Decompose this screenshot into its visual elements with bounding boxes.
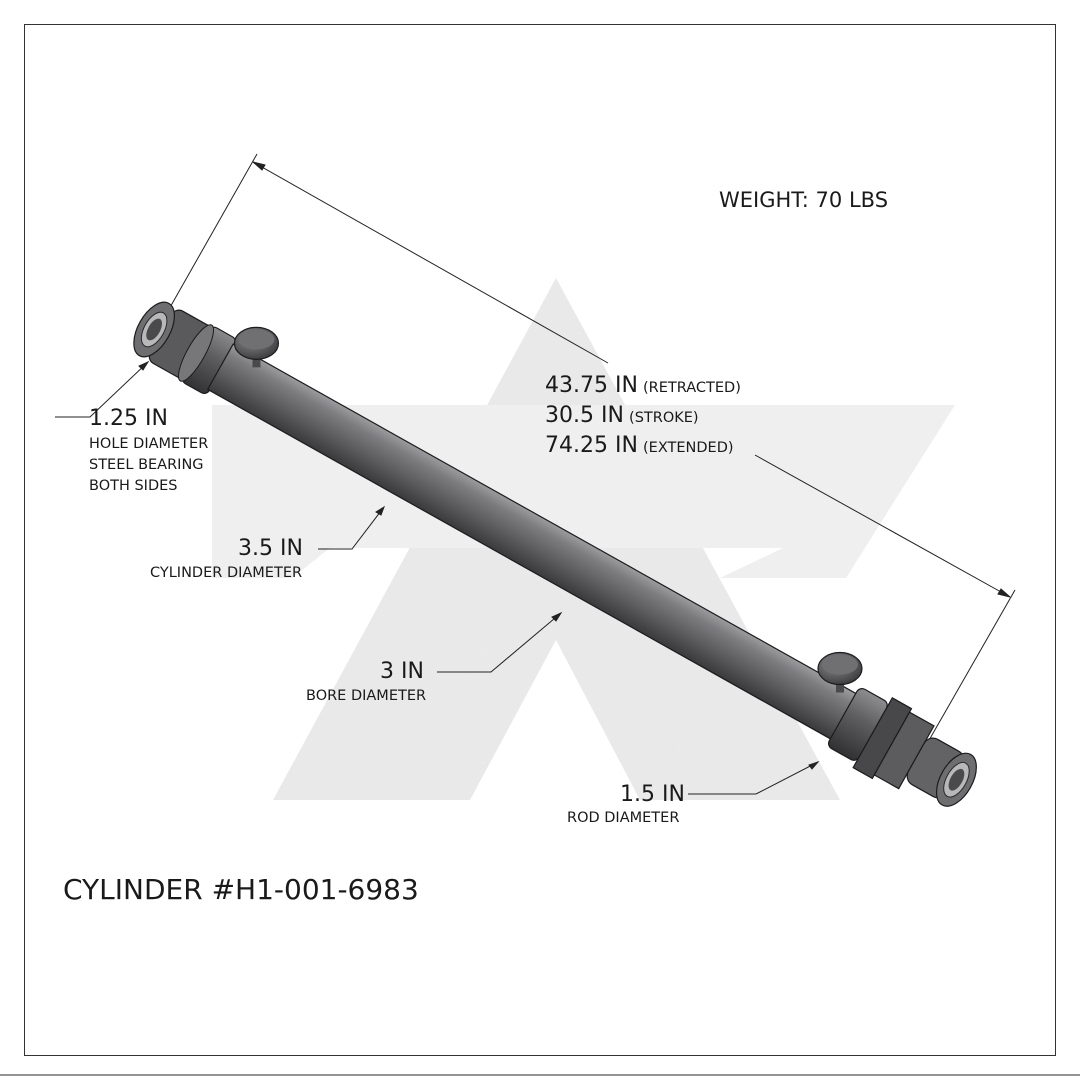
rod-diameter-value: 1.5 IN <box>620 782 685 807</box>
cylinder-diameter-label: CYLINDER DIAMETER <box>150 565 303 581</box>
stroke-value: 30.5 IN <box>545 403 624 428</box>
hole-diameter-value: 1.25 IN <box>89 406 168 431</box>
rod-leader <box>688 761 819 795</box>
extended-value: 74.25 IN <box>545 433 638 458</box>
length-dimension <box>159 153 1016 743</box>
steel-bearing-label: STEEL BEARING <box>89 457 204 473</box>
cylinder-diameter-leader <box>318 506 385 550</box>
cylinder-diameter-value: 3.5 IN <box>238 536 303 561</box>
extended-note: (EXTENDED) <box>643 440 734 456</box>
part-number-title: CYLINDER #H1-001-6983 <box>63 873 419 906</box>
extended-length: 74.25 IN (EXTENDED) <box>545 435 734 457</box>
stroke-note: (STROKE) <box>629 410 699 426</box>
retracted-value: 43.75 IN <box>545 373 638 398</box>
hole-diameter-label: HOLE DIAMETER <box>89 436 209 452</box>
front-port <box>817 651 863 693</box>
both-sides-label: BOTH SIDES <box>89 478 178 494</box>
rod-diameter-label: ROD DIAMETER <box>567 810 680 826</box>
retracted-note: (RETRACTED) <box>643 380 741 396</box>
hydraulic-cylinder <box>133 301 977 807</box>
leader-lines <box>55 360 820 795</box>
bore-leader <box>437 612 562 673</box>
rear-port <box>233 326 280 368</box>
stroke-length: 30.5 IN (STROKE) <box>545 405 699 427</box>
hole-leader <box>55 361 149 418</box>
bore-diameter-value: 3 IN <box>380 659 424 684</box>
weight-label: WEIGHT: 70 LBS <box>719 188 889 212</box>
bore-diameter-label: BORE DIAMETER <box>306 688 427 704</box>
retracted-length: 43.75 IN (RETRACTED) <box>545 375 741 397</box>
rod-clevis <box>852 697 977 807</box>
page-border <box>24 24 1056 1056</box>
